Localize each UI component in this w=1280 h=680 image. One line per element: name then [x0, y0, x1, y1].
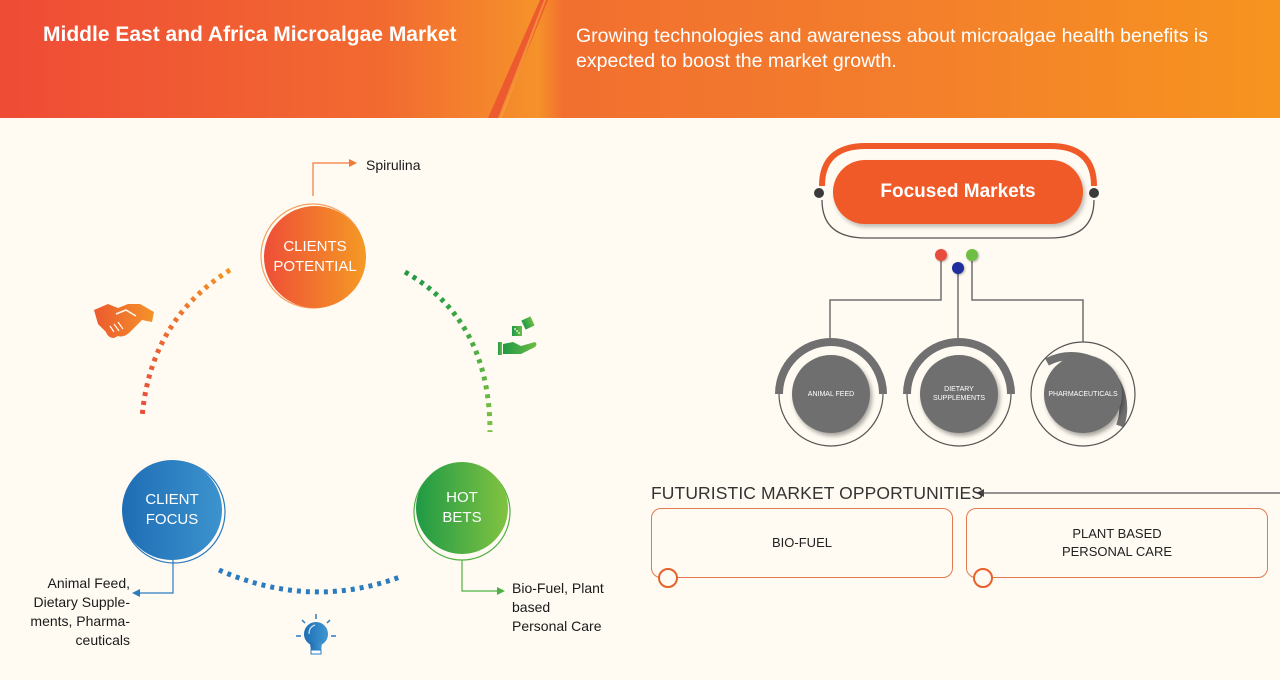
market-label: SUPPLEMENTS [932, 395, 986, 402]
market-dietary-supplements: DIETARY SUPPLEMENTS [920, 355, 998, 433]
market-animal-feed: ANIMAL FEED [792, 355, 870, 433]
hot-bets-label-1: HOT [446, 489, 478, 506]
market-label: ANIMAL FEED [807, 390, 855, 398]
dotted-arc-blue [217, 567, 401, 595]
handshake-icon [94, 304, 154, 338]
hot-bets-callout: Bio-Fuel, Plant based Personal Care [512, 579, 604, 636]
dotted-arc-green [403, 269, 493, 433]
hot-bets-callout-line: Personal Care [512, 618, 602, 634]
hot-bets-circle: HOT BETS [416, 462, 508, 554]
page-title: Middle East and Africa Microalgae Market [43, 23, 457, 46]
page-subtitle: Growing technologies and awareness about… [576, 25, 1208, 72]
market-label: DIETARY [944, 386, 974, 393]
opportunity-label: PERSONAL CARE [1061, 544, 1173, 559]
client-focus-callout-line: Animal Feed, [47, 575, 130, 591]
client-focus-callout-line: ceuticals [75, 632, 130, 648]
market-pharmaceuticals: PHARMACEUTICALS [1044, 355, 1122, 433]
opportunity-plant-based-personal-care: PLANT BASED PERSONAL CARE [966, 508, 1268, 578]
client-focus-label-2: FOCUS [145, 511, 199, 528]
hot-bets-label-2: BETS [442, 509, 482, 526]
futuristic-title: FUTURISTIC MARKET OPPORTUNITIES [651, 483, 984, 503]
connector-client-focus [138, 556, 174, 594]
header-banner: Middle East and Africa Microalgae Market… [0, 0, 1280, 118]
opportunity-knob [658, 568, 678, 588]
client-focus-circle: CLIENT FOCUS [122, 460, 222, 560]
opportunity-label: BIO-FUEL [772, 535, 832, 550]
clients-potential-label-1: CLIENTS [283, 238, 347, 255]
dot-green [966, 249, 978, 261]
client-focus-callout-line: Dietary Supple- [33, 594, 131, 610]
clients-potential-circle: CLIENTS POTENTIAL [264, 206, 366, 308]
hand-dice-icon [498, 316, 537, 355]
clients-potential-label-2: POTENTIAL [273, 258, 357, 275]
opportunity-knob [973, 568, 993, 588]
connector-spirulina [312, 162, 350, 196]
client-focus-callout: Animal Feed, Dietary Supple- ments, Phar… [20, 574, 130, 650]
header-divider-slash [488, 0, 548, 118]
focused-markets-title: Focused Markets [833, 160, 1083, 224]
focused-markets-frame [775, 143, 1280, 497]
lightbulb-icon [296, 614, 336, 655]
dot-red [935, 249, 947, 261]
opportunity-label: PLANT BASED [1072, 526, 1162, 541]
dot-blue [952, 262, 964, 274]
market-label: PHARMACEUTICALS [1048, 390, 1118, 398]
client-focus-label-1: CLIENT [145, 491, 199, 508]
spirulina-label: Spirulina [366, 157, 421, 173]
dotted-arc-orange [139, 267, 232, 419]
connector-hot-bets [461, 560, 498, 592]
client-focus-callout-line: ments, Pharma- [30, 613, 130, 629]
opportunity-bio-fuel: BIO-FUEL [651, 508, 953, 578]
hot-bets-callout-line: based [512, 599, 551, 615]
hot-bets-callout-line: Bio-Fuel, Plant [512, 580, 604, 596]
